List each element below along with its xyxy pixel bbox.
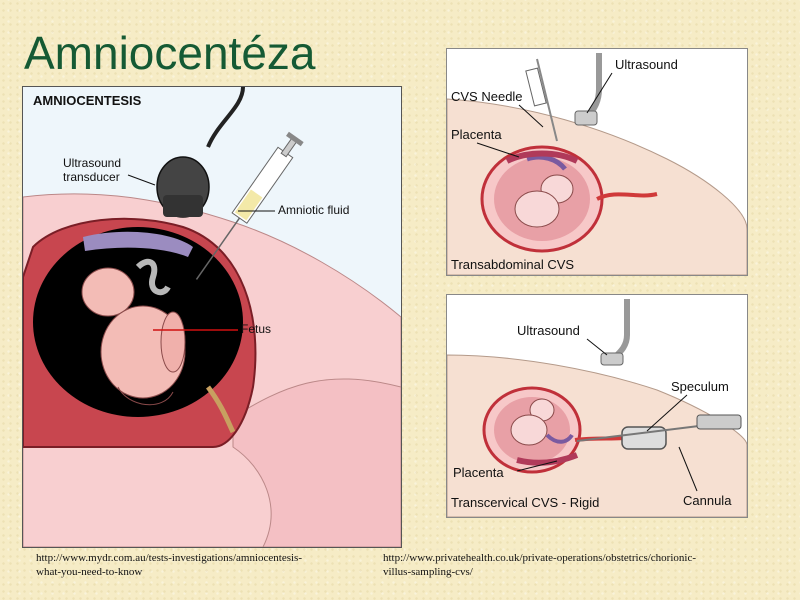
cannula-label: Cannula [683,493,732,508]
ultrasound-label-bottom: Ultrasound [517,323,580,338]
slide-title: Amniocentéza [24,27,316,79]
amniocentesis-heading: AMNIOCENTESIS [33,93,142,108]
source-left-line1: http://www.mydr.com.au/tests-investigati… [36,552,302,564]
syringe [195,131,304,280]
ultrasound-transducer [156,156,210,218]
ultrasound-label-top: Ultrasound [615,57,678,72]
transabdominal-cvs-illustration: CVS Needle Ultrasound Placenta Transabdo… [446,48,748,276]
transabdominal-caption: Transabdominal CVS [451,257,574,272]
source-link-right[interactable]: http://www.privatehealth.co.uk/private-o… [383,551,783,579]
placenta-label-top: Placenta [451,127,502,142]
fetus-figure [81,267,186,406]
cvs-needle-label: CVS Needle [451,89,523,104]
source-right-line1: http://www.privatehealth.co.uk/private-o… [383,552,697,564]
transducer-label-line1: Ultrasound [63,156,121,170]
speculum-label: Speculum [671,379,729,394]
transcervical-cvs-illustration: Ultrasound Speculum Placenta Cannula Tra… [446,294,748,518]
fetus-label: Fetus [241,322,271,336]
placenta-label-bottom: Placenta [453,465,504,480]
amniocentesis-illustration: AMNIOCENTESIS Ultrasound transducer Amni… [22,86,402,548]
amniotic-fluid-label: Amniotic fluid [278,203,349,217]
transducer-label-line2: transducer [63,170,120,184]
source-right-line2: villus-sampling-cvs/ [383,566,473,578]
transcervical-caption: Transcervical CVS - Rigid [451,495,599,510]
source-link-left[interactable]: http://www.mydr.com.au/tests-investigati… [36,551,376,579]
source-left-line2: what-you-need-to-know [36,566,143,578]
